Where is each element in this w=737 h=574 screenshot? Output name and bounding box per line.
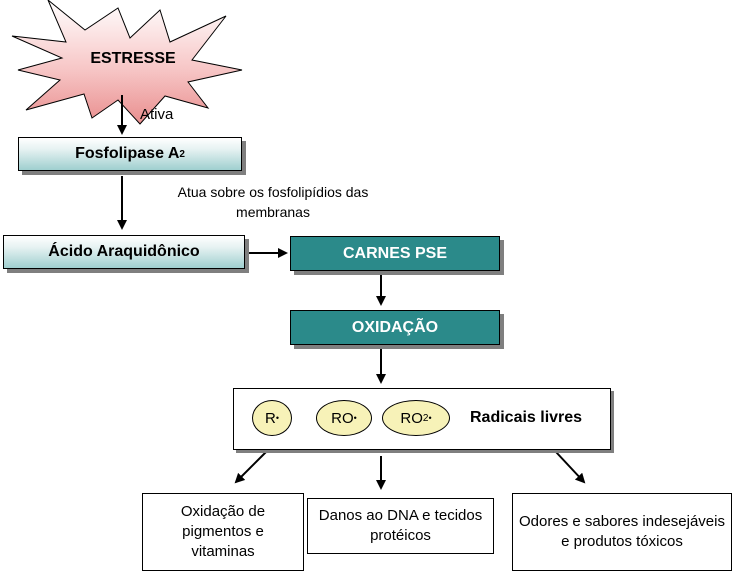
acid-box: Ácido Araquidônico <box>3 235 245 269</box>
pse-label: CARNES PSE <box>343 245 447 263</box>
radical-ro2-label: RO <box>400 410 423 427</box>
arrow-radicals-to-outcome-3 <box>556 452 584 482</box>
oxidation-label: OXIDAÇÃO <box>352 319 438 337</box>
outcome-pigments-text: Oxidação de pigmentos e vitaminas <box>149 502 297 562</box>
stress-label: ESTRESSE <box>68 50 198 68</box>
radicals-title: Radicais livres <box>470 409 582 427</box>
outcome-box-odors: Odores e sabores indesejáveis e produtos… <box>512 493 732 571</box>
radical-r-dot: • <box>276 413 279 423</box>
outcome-box-pigments: Oxidação de pigmentos e vitaminas <box>142 493 304 571</box>
radical-ro-label: RO <box>331 410 354 427</box>
outcome-odors-text: Odores e sabores indesejáveis e produtos… <box>519 512 725 552</box>
pse-box: CARNES PSE <box>290 236 500 271</box>
radical-ro-dot: • <box>354 413 357 423</box>
radical-r-ellipse: R• <box>252 400 292 436</box>
radical-ro-ellipse: RO• <box>316 400 372 436</box>
radical-r-label: R <box>265 410 276 427</box>
acts-on-label: Atua sobre os fosfolipídios das membrana… <box>148 182 398 222</box>
enzyme-subscript: 2 <box>179 149 185 160</box>
arrow-radicals-to-outcome-1 <box>236 452 266 482</box>
activates-label: Ativa <box>140 106 173 123</box>
outcome-dna-text: Danos ao DNA e tecidos protéicos <box>314 506 487 546</box>
oxidation-box: OXIDAÇÃO <box>290 310 500 345</box>
outcome-box-dna: Danos ao DNA e tecidos protéicos <box>307 498 494 554</box>
enzyme-label: Fosfolipase A <box>75 145 179 163</box>
radical-ro2-dot: • <box>428 413 431 423</box>
acid-label: Ácido Araquidônico <box>48 243 199 261</box>
